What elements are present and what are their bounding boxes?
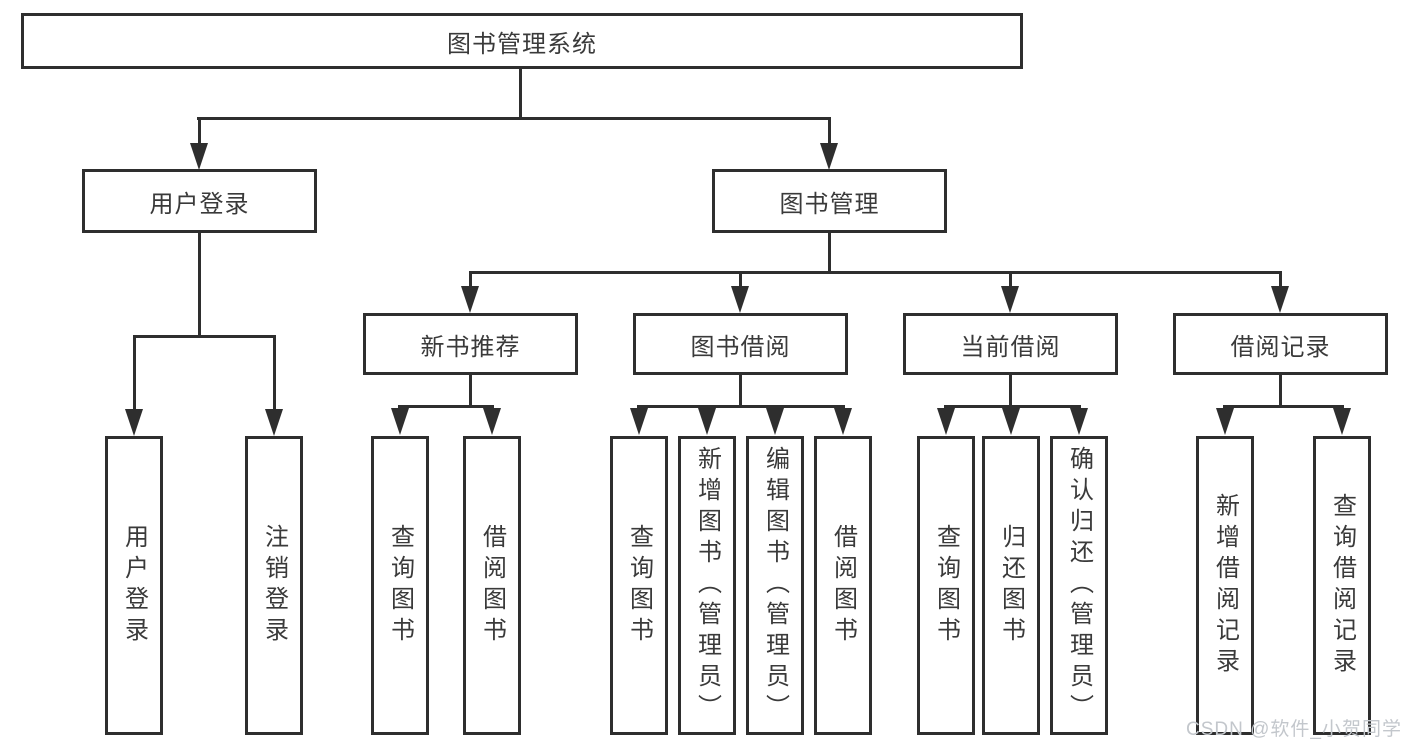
connector-line	[398, 405, 494, 408]
connector-line	[273, 335, 276, 410]
arrow-down-icon	[1002, 408, 1020, 435]
arrow-down-icon	[190, 143, 208, 170]
arrow-down-icon	[391, 408, 409, 435]
node-label: 编辑图书（管理员）	[761, 446, 789, 725]
node-new-book-recommendation: 新书推荐	[363, 313, 578, 375]
arrow-down-icon	[265, 409, 283, 436]
connector-line	[198, 117, 201, 146]
node-label: 新书推荐	[420, 333, 521, 361]
node-label: 图书管理系统	[447, 30, 597, 58]
node-current-borrowing: 当前借阅	[903, 313, 1118, 375]
arrow-down-icon	[125, 409, 143, 436]
connector-line	[1009, 375, 1012, 408]
arrow-down-icon	[698, 408, 716, 435]
leaf-user-login: 用户登录	[105, 436, 163, 735]
leaf-borrow-books: 借阅图书	[814, 436, 872, 735]
connector-line	[469, 271, 1282, 274]
arrow-down-icon	[461, 286, 479, 313]
connector-line	[1009, 271, 1012, 288]
arrow-down-icon	[483, 408, 501, 435]
arrow-down-icon	[1070, 408, 1088, 435]
connector-line	[637, 405, 845, 408]
node-label: 借阅图书	[829, 523, 857, 648]
arrow-down-icon	[1001, 286, 1019, 313]
node-book-management: 图书管理	[712, 169, 947, 233]
node-label: 图书管理	[779, 190, 880, 218]
connector-line	[197, 117, 831, 120]
connector-line	[198, 233, 201, 337]
csdn-watermark: CSDN @软件_小贺同学	[1186, 719, 1402, 740]
connector-line	[944, 405, 1081, 408]
connector-line	[739, 271, 742, 288]
connector-line	[133, 335, 136, 410]
connector-line	[519, 69, 522, 119]
leaf-return-books: 归还图书	[982, 436, 1040, 735]
node-label: 借阅图书	[478, 523, 506, 648]
node-label: 用户登录	[149, 190, 250, 218]
node-library-management-system: 图书管理系统	[21, 13, 1023, 69]
leaf-logout: 注销登录	[245, 436, 303, 735]
node-label: 借阅记录	[1230, 333, 1331, 361]
node-label: 查询借阅记录	[1328, 492, 1356, 679]
arrow-down-icon	[1271, 286, 1289, 313]
leaf-query-books: 查询图书	[917, 436, 975, 735]
leaf-query-books: 查询图书	[610, 436, 668, 735]
arrow-down-icon	[820, 143, 838, 170]
node-label: 确认归还（管理员）	[1065, 446, 1093, 725]
node-label: 归还图书	[997, 523, 1025, 648]
arrow-down-icon	[630, 408, 648, 435]
connector-line	[828, 117, 831, 146]
arrow-down-icon	[1216, 408, 1234, 435]
connector-line	[739, 375, 742, 408]
node-label: 用户登录	[120, 523, 148, 648]
leaf-add-borrow-record: 新增借阅记录	[1196, 436, 1254, 735]
node-label: 当前借阅	[960, 333, 1061, 361]
node-user-login: 用户登录	[82, 169, 317, 233]
node-label: 图书借阅	[690, 333, 791, 361]
leaf-query-books: 查询图书	[371, 436, 429, 735]
connector-line	[1279, 375, 1282, 408]
arrow-down-icon	[937, 408, 955, 435]
connector-line	[469, 375, 472, 408]
connector-line	[1279, 271, 1282, 288]
node-label: 查询图书	[386, 523, 414, 648]
arrow-down-icon	[1333, 408, 1351, 435]
connector-line	[133, 335, 276, 338]
connector-line	[828, 233, 831, 274]
node-label: 注销登录	[260, 523, 288, 648]
leaf-borrow-books: 借阅图书	[463, 436, 521, 735]
arrow-down-icon	[731, 286, 749, 313]
leaf-query-borrow-record: 查询借阅记录	[1313, 436, 1371, 735]
node-label: 新增借阅记录	[1211, 492, 1239, 679]
connector-line	[469, 271, 472, 288]
leaf-edit-book-admin: 编辑图书（管理员）	[746, 436, 804, 735]
node-label: 新增图书（管理员）	[693, 446, 721, 725]
arrow-down-icon	[766, 408, 784, 435]
connector-line	[1223, 405, 1344, 408]
leaf-add-book-admin: 新增图书（管理员）	[678, 436, 736, 735]
node-book-borrowing: 图书借阅	[633, 313, 848, 375]
arrow-down-icon	[834, 408, 852, 435]
leaf-confirm-return-admin: 确认归还（管理员）	[1050, 436, 1108, 735]
node-label: 查询图书	[932, 523, 960, 648]
node-label: 查询图书	[625, 523, 653, 648]
node-borrowing-records: 借阅记录	[1173, 313, 1388, 375]
